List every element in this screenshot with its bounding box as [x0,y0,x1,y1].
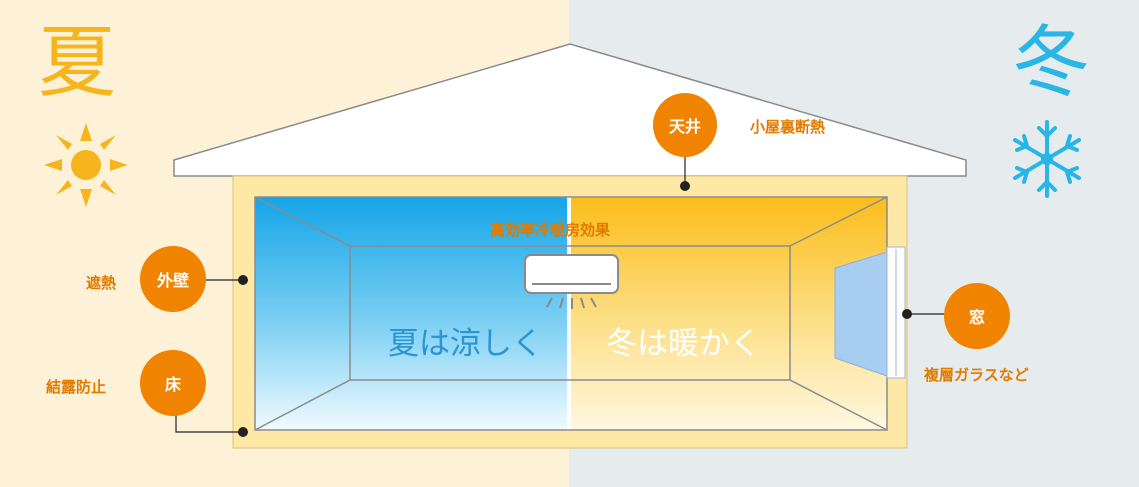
warm-room-half [570,197,887,430]
window-label: 窓 [968,308,985,327]
sun-icon [44,123,128,207]
floor-label: 床 [164,375,181,394]
snowflake-icon [1013,120,1081,198]
winter-label: 冬 [1012,18,1091,108]
ceiling-label: 天井 [668,117,701,136]
connector-dots [238,181,912,437]
summer-label: 夏 [38,18,117,108]
outer-wall-bubble: 外壁 [140,246,206,312]
outer-wall-note: 遮熱 [86,274,117,292]
ceiling-bubble: 天井 [653,93,717,157]
summer-room-caption: 夏は涼しく [388,326,543,362]
room-perspective-lines [254,196,888,431]
ceiling-note: 小屋裏断熱 [750,118,826,136]
cool-room-half [255,197,568,430]
window-note: 複層ガラスなど [924,366,1029,384]
winter-room-caption: 冬は暖かく [606,326,761,362]
window-glass [834,251,888,377]
floor-bubble: 床 [140,350,206,416]
aircon-caption: 高効率冷暖房効果 [490,221,611,239]
floor-note: 結露防止 [46,378,107,396]
room-divider [567,197,571,430]
connector-lines [175,150,945,433]
air-conditioner-icon [524,254,619,309]
outer-wall-label: 外壁 [156,271,189,290]
roof [173,43,967,177]
window-bubble: 窓 [944,283,1010,349]
